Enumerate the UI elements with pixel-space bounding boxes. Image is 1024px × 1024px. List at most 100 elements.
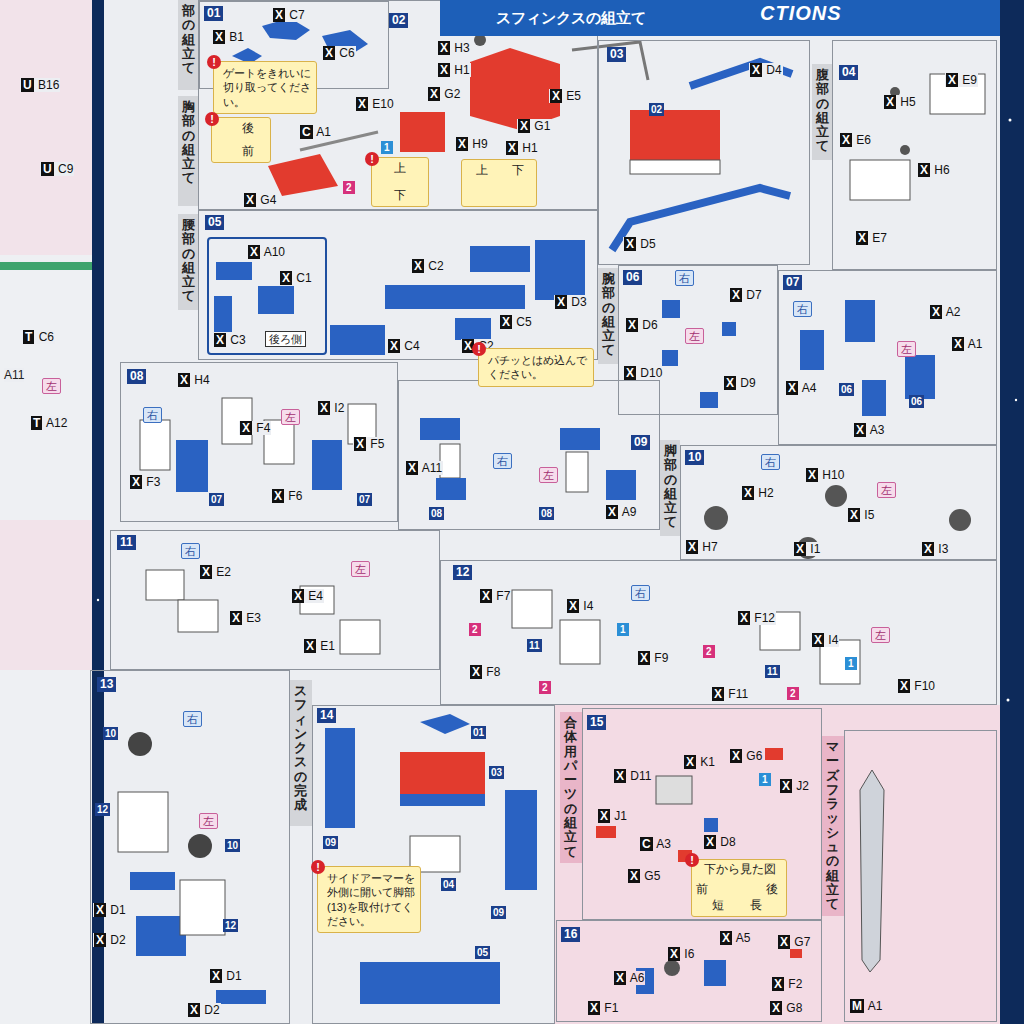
part-code: X F7 <box>479 589 511 603</box>
part-code: C A1 <box>299 125 332 139</box>
part-code: X A11 <box>405 461 443 475</box>
part-code: X G7 <box>777 935 811 949</box>
part <box>664 960 680 976</box>
part-code: X D4 <box>749 63 783 77</box>
order-number: 1 <box>617 623 629 636</box>
left-badge: 左 <box>199 813 218 829</box>
order-number: 2 <box>703 645 715 658</box>
part-code: X E3 <box>229 611 262 625</box>
part <box>385 285 525 309</box>
part <box>360 962 500 1004</box>
right-badge: 右 <box>761 454 780 470</box>
part <box>470 246 530 272</box>
step-ref: 06 <box>839 383 854 396</box>
part-code: X E1 <box>303 639 336 653</box>
order-number: 2 <box>469 623 481 636</box>
left-badge: 左 <box>281 409 300 425</box>
note-text: 下 <box>512 163 524 177</box>
step-number: 06 <box>623 270 642 285</box>
step-number: 09 <box>631 435 650 450</box>
part-code: X A3 <box>853 423 885 437</box>
part <box>216 990 266 1004</box>
step-number: 16 <box>561 927 580 942</box>
part-code: X D1 <box>93 903 127 917</box>
section-band: 脚部の組立て <box>660 440 680 536</box>
part-code: X I4 <box>566 599 594 613</box>
step-number: 04 <box>839 65 858 80</box>
part-code: X G1 <box>517 119 551 133</box>
part-code: X D11 <box>613 769 652 783</box>
part <box>176 440 208 492</box>
part-code: X C6 <box>322 46 356 60</box>
part-code: X H1 <box>505 141 539 155</box>
part <box>662 300 680 318</box>
part-code: X I6 <box>667 947 695 961</box>
note-text: ゲートをきれいに切り取ってください。 <box>223 66 311 109</box>
step-ref: 01 <box>471 726 486 739</box>
part-code: X A5 <box>719 931 751 945</box>
part-code: X G5 <box>627 869 661 883</box>
part-code: X F8 <box>469 665 501 679</box>
part-code: X F12 <box>737 611 776 625</box>
part-code: X G4 <box>243 193 277 207</box>
left-sheet <box>0 0 92 1024</box>
part-code: X F10 <box>897 679 936 693</box>
part <box>560 620 600 664</box>
part <box>512 590 552 628</box>
section-band: 腹部の組立て <box>812 64 832 160</box>
note-text: 前 <box>696 882 708 896</box>
note-text: 長 <box>750 898 762 912</box>
part-code: X D7 <box>729 288 763 302</box>
part <box>700 392 718 408</box>
part-code: X C1 <box>279 271 313 285</box>
left-badge: 左 <box>871 627 890 643</box>
part-code: X E4 <box>291 589 324 603</box>
part-code: U C9 <box>40 162 74 176</box>
right-badge: 右 <box>675 270 694 286</box>
part <box>949 509 971 531</box>
part-code: X F2 <box>771 977 803 991</box>
step-ref: 07 <box>209 493 224 506</box>
part <box>400 752 485 794</box>
part-code: T C6 <box>22 330 55 344</box>
part-code: X D6 <box>625 318 659 332</box>
part-code: X I5 <box>847 508 875 522</box>
part-code: X H6 <box>917 163 951 177</box>
section-title: 腰部の組立て <box>182 218 195 304</box>
part <box>850 160 910 200</box>
part-code: X F6 <box>271 489 303 503</box>
part-code: X A2 <box>929 305 961 319</box>
note-box: 上下 <box>461 159 537 207</box>
part <box>178 600 218 632</box>
step-ref: 12 <box>223 919 238 932</box>
note-callout: !サイドアーマーを外側に開いて脚部(13)を取付けてください。 <box>317 866 421 933</box>
step-ref: 10 <box>103 727 118 740</box>
part <box>325 728 355 828</box>
order-number: 1 <box>759 773 771 786</box>
left-badge: 左 <box>685 328 704 344</box>
part <box>704 960 726 986</box>
step-number: 14 <box>317 708 336 723</box>
step-number: 12 <box>453 565 472 580</box>
part <box>455 318 491 340</box>
step-ref: 08 <box>539 507 554 520</box>
part <box>566 452 588 492</box>
section-title: 脚部の組立て <box>664 444 677 530</box>
part <box>118 792 168 852</box>
part-code: X E10 <box>355 97 395 111</box>
step-number: 07 <box>783 275 802 290</box>
part-code: X I2 <box>317 401 345 415</box>
step-panel: 08X H4右X F4X F307左X I2X F5X F607 <box>120 362 398 522</box>
order-number: 1 <box>381 141 393 154</box>
step-panel: 04X H5X E9X E6X H6X E7 <box>832 40 997 270</box>
pink-region <box>555 705 1000 1024</box>
part-code: X H9 <box>455 137 489 151</box>
note-text: 後 <box>242 121 254 135</box>
part-code: C A3 <box>639 837 672 851</box>
part <box>258 286 294 314</box>
part-code: X D8 <box>703 835 737 849</box>
part-code: X H3 <box>437 41 471 55</box>
part-code: X F1 <box>587 1001 619 1015</box>
right-badge: 右 <box>631 585 650 601</box>
part-code: X D3 <box>554 295 588 309</box>
